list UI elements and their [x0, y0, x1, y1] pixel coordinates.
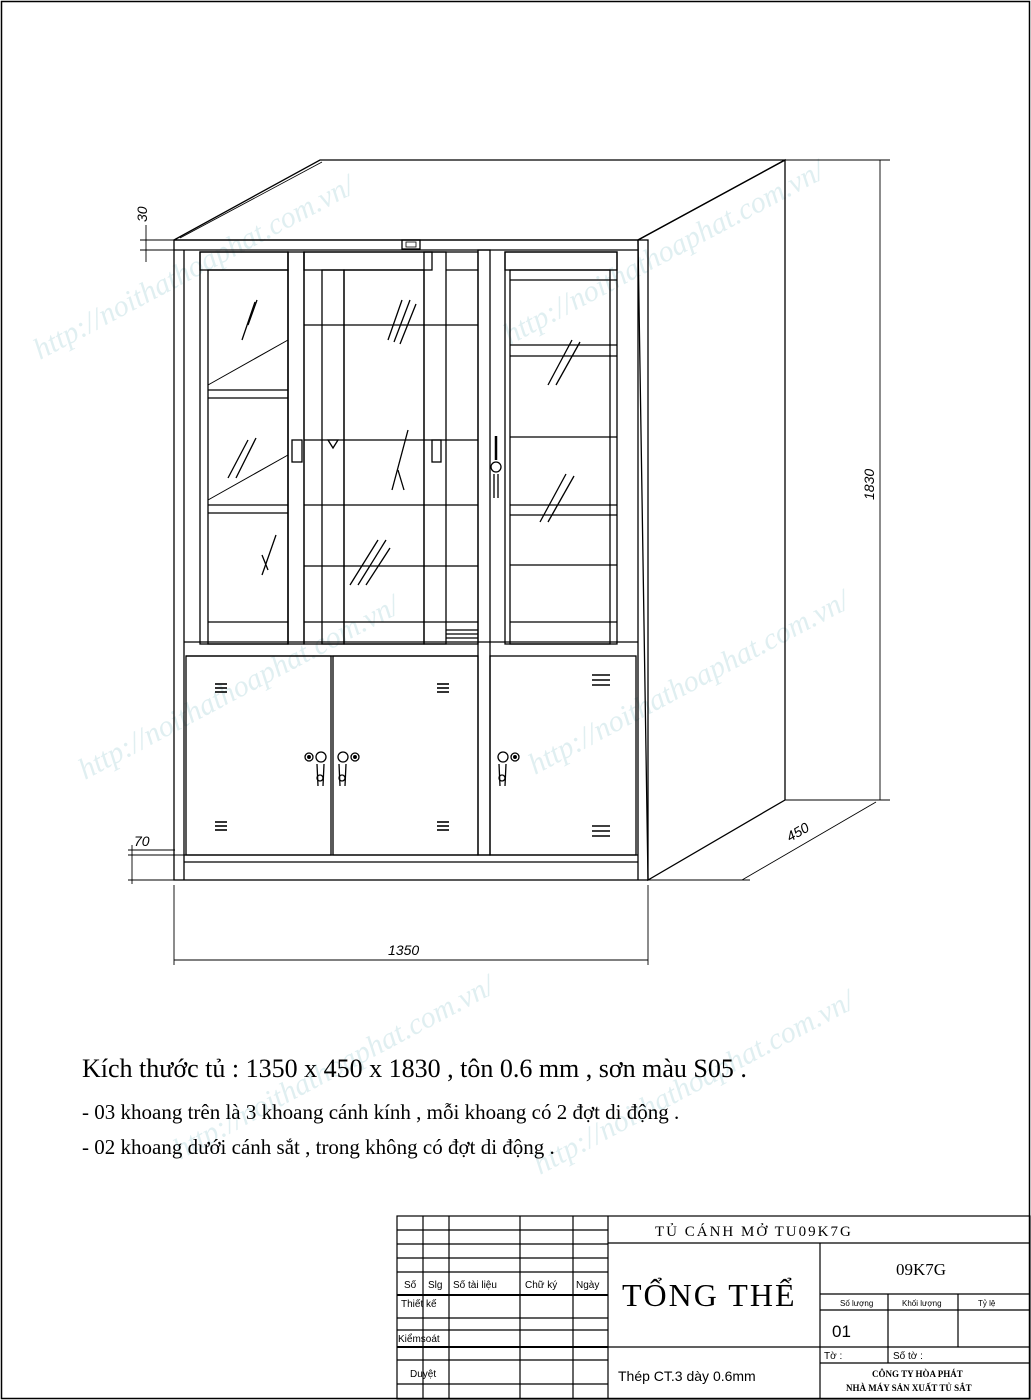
top-lock	[401, 239, 421, 250]
cabinet-front	[173, 239, 649, 881]
col-so-luong: Số lượng	[840, 1299, 873, 1308]
quantity-value: 01	[832, 1322, 851, 1341]
hdr-so: Số	[404, 1279, 417, 1291]
lower-locks	[304, 751, 520, 787]
title-block-text: Số Slg Số tài liệu Chữ ký Ngày Thiết kế …	[398, 1223, 996, 1393]
material: Thép CT.3 dày 0.6mm	[618, 1368, 756, 1384]
col-ty-le: Tỷ lệ	[978, 1299, 996, 1308]
hdr-ngay: Ngày	[576, 1280, 599, 1291]
hdr-so-tai-lieu: Số tài liệu	[453, 1279, 497, 1291]
sheet-so-to: Số tờ :	[893, 1350, 923, 1362]
vents	[215, 674, 610, 837]
dim-width: 1350	[388, 942, 419, 958]
spec-main: Kích thước tủ : 1350 x 450 x 1830 , tôn …	[82, 1054, 747, 1083]
product-name: TỦ CÁNH MỞ TU09K7G	[655, 1223, 853, 1240]
iron-door-right	[489, 655, 637, 856]
spec-line-upper: - 03 khoang trên là 3 khoang cánh kính ,…	[82, 1100, 680, 1124]
cabinet-drawing	[173, 158, 786, 882]
spec-line-lower: - 02 khoang dưới cánh sắt , trong không …	[82, 1135, 555, 1159]
handle-left	[291, 439, 303, 463]
view-name: TỔNG THỂ	[622, 1277, 797, 1313]
dim-top-rail: 30	[134, 206, 150, 222]
handle-right	[431, 439, 442, 463]
sheet-to: Tờ :	[824, 1351, 842, 1362]
factory-name: NHÀ MÁY SẢN XUẤT TỦ SẮT	[846, 1383, 972, 1393]
dim-height: 1830	[861, 469, 877, 500]
product-code: 09K7G	[896, 1260, 946, 1279]
hdr-slg: Slg	[428, 1280, 442, 1291]
row-thiet-ke: Thiết kế	[401, 1298, 437, 1310]
watermark-3: http://noithathoaphat.com.vn/	[73, 588, 407, 787]
hdr-chu-ky: Chữ ký	[525, 1280, 557, 1291]
lock-right-glass	[490, 461, 502, 473]
watermark-4: http://noithathoaphat.com.vn/	[523, 583, 857, 782]
row-duyet: Duyệt	[410, 1369, 436, 1380]
dimension-lines	[128, 159, 890, 965]
glass-door-middle	[303, 251, 479, 645]
watermarks: http://noithathoaphat.com.vn/ http://noi…	[28, 153, 862, 1182]
dim-depth: 450	[784, 819, 812, 845]
title-block	[396, 1215, 1031, 1400]
dim-plinth: 70	[134, 833, 150, 849]
row-kiem-soat: Kiểmsoát	[398, 1333, 440, 1345]
company-name: CÔNG TY HÒA PHÁT	[872, 1369, 963, 1379]
col-khoi-luong: Khối lượng	[902, 1299, 942, 1308]
watermark-1: http://noithathoaphat.com.vn/	[28, 168, 362, 367]
